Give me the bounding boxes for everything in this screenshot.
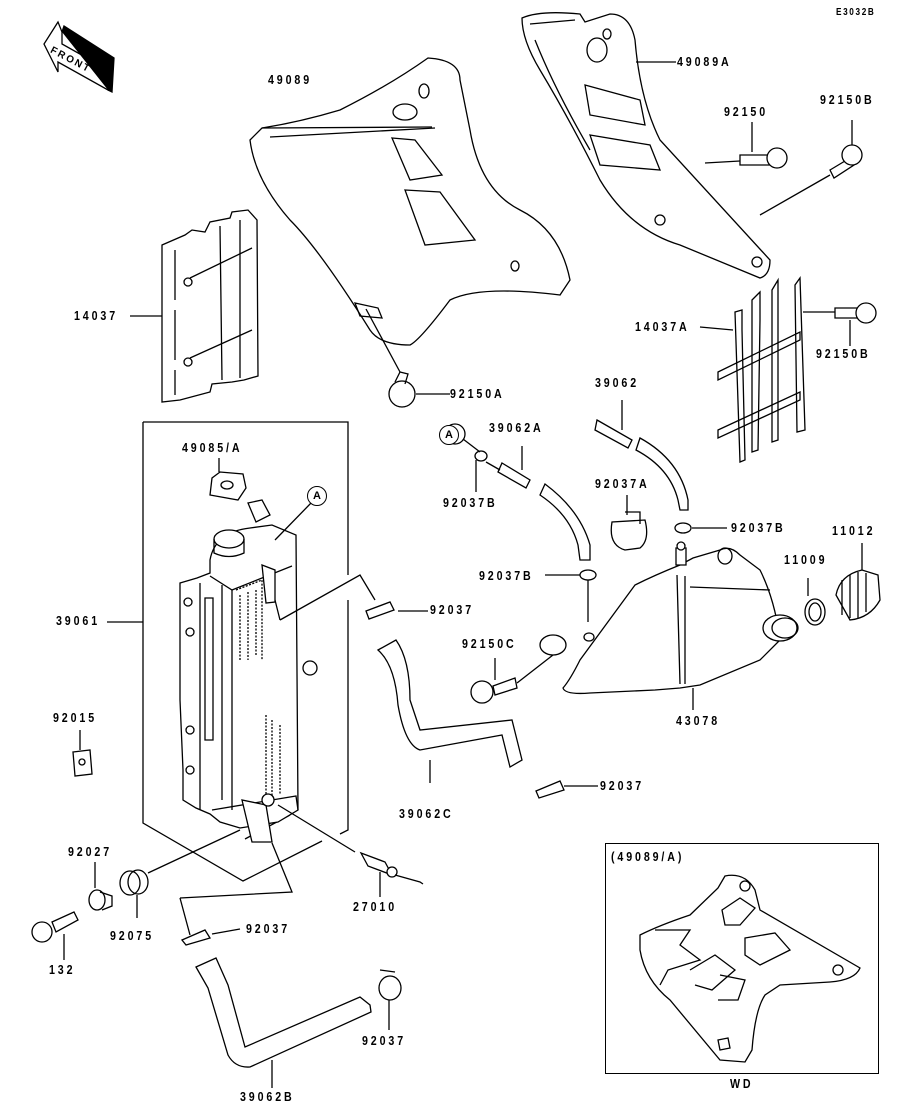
inset-title: (49089/A) xyxy=(611,849,685,864)
part-label-39061[interactable]: 39061 xyxy=(56,613,100,628)
nut-92015-shape xyxy=(72,730,93,777)
part-label-92075[interactable]: 92075 xyxy=(110,928,154,943)
reference-marker-a-hose: A xyxy=(439,425,459,445)
hose-39062B-shape xyxy=(195,957,372,1088)
clamp-92037-c-shape xyxy=(179,842,293,946)
part-label-27010[interactable]: 27010 xyxy=(353,899,397,914)
part-label-132[interactable]: 132 xyxy=(49,962,76,977)
part-label-92037A[interactable]: 92037A xyxy=(595,476,650,491)
part-label-92037-c[interactable]: 92037 xyxy=(246,921,290,936)
collar-92027-shape xyxy=(88,862,113,911)
diagram-code: E3032B xyxy=(836,7,876,18)
hose-39062A-shape xyxy=(497,446,591,561)
part-label-92150B-mid[interactable]: 92150B xyxy=(816,346,871,361)
inset-variant-box: (49089/A) xyxy=(605,843,879,1074)
part-label-11009[interactable]: 11009 xyxy=(784,552,828,567)
clamp-92037B-c-shape xyxy=(545,569,597,622)
part-label-92037-d[interactable]: 92037 xyxy=(362,1033,406,1048)
bolt-132-shape xyxy=(31,911,79,960)
part-label-11012[interactable]: 11012 xyxy=(832,523,876,538)
clamp-92037-b-shape xyxy=(535,780,598,799)
damper-92075-shape xyxy=(119,829,241,918)
part-label-39062C[interactable]: 39062C xyxy=(399,806,454,821)
inset-shroud-shape xyxy=(639,874,861,1063)
part-label-92015[interactable]: 92015 xyxy=(53,710,97,725)
part-label-92150C[interactable]: 92150C xyxy=(462,636,517,651)
inset-caption: WD xyxy=(730,1076,754,1091)
hose-39062-shape xyxy=(594,400,689,511)
switch-27010-shape xyxy=(277,804,424,897)
clamp-92037A-shape xyxy=(610,495,648,551)
clamp-92037B-b-shape xyxy=(674,522,727,534)
part-label-92150[interactable]: 92150 xyxy=(724,104,768,119)
part-label-92037B-c[interactable]: 92037B xyxy=(479,568,534,583)
guard-right-shape xyxy=(699,276,806,463)
hose-39062C-shape xyxy=(376,639,523,783)
bolt-92150A-shape xyxy=(365,308,450,408)
part-label-92037-b[interactable]: 92037 xyxy=(600,778,644,793)
part-label-14037[interactable]: 14037 xyxy=(74,308,118,323)
reservoir-cap-11012-shape xyxy=(835,543,881,621)
bolt-92150C-shape xyxy=(470,654,554,704)
part-label-92150B-top[interactable]: 92150B xyxy=(820,92,875,107)
guard-left-shape xyxy=(130,209,259,403)
reservoir-tank-shape xyxy=(539,541,799,710)
shroud-left-shape xyxy=(249,57,571,346)
gasket-11009-shape xyxy=(804,578,826,626)
part-label-39062[interactable]: 39062 xyxy=(595,375,639,390)
front-arrow-icon xyxy=(43,20,115,94)
radiator-shape xyxy=(179,499,318,843)
shroud-right-shape xyxy=(521,12,771,279)
reference-marker-a-radiator: A xyxy=(307,486,327,506)
part-label-92037B-b[interactable]: 92037B xyxy=(731,520,786,535)
part-label-92037B-a[interactable]: 92037B xyxy=(443,495,498,510)
part-label-49089A[interactable]: 49089A xyxy=(677,54,732,69)
part-label-92027[interactable]: 92027 xyxy=(68,844,112,859)
part-label-39062B[interactable]: 39062B xyxy=(240,1089,295,1103)
bolt-92150-shape xyxy=(704,122,788,169)
part-label-92150A[interactable]: 92150A xyxy=(450,386,505,401)
part-label-14037A[interactable]: 14037A xyxy=(635,319,690,334)
part-label-49089[interactable]: 49089 xyxy=(268,72,312,87)
part-label-49085A[interactable]: 49085/A xyxy=(182,440,243,455)
clamp-92037-d-shape xyxy=(378,969,402,1030)
radiator-cap-49085-shape xyxy=(209,458,247,501)
part-label-92037-a[interactable]: 92037 xyxy=(430,602,474,617)
part-label-43078[interactable]: 43078 xyxy=(676,713,720,728)
bolt-92150B-top-shape xyxy=(759,120,863,216)
clamp-92037-a-shape xyxy=(274,574,428,621)
part-label-39062A[interactable]: 39062A xyxy=(489,420,544,435)
bolt-92150B-mid-shape xyxy=(803,302,877,346)
